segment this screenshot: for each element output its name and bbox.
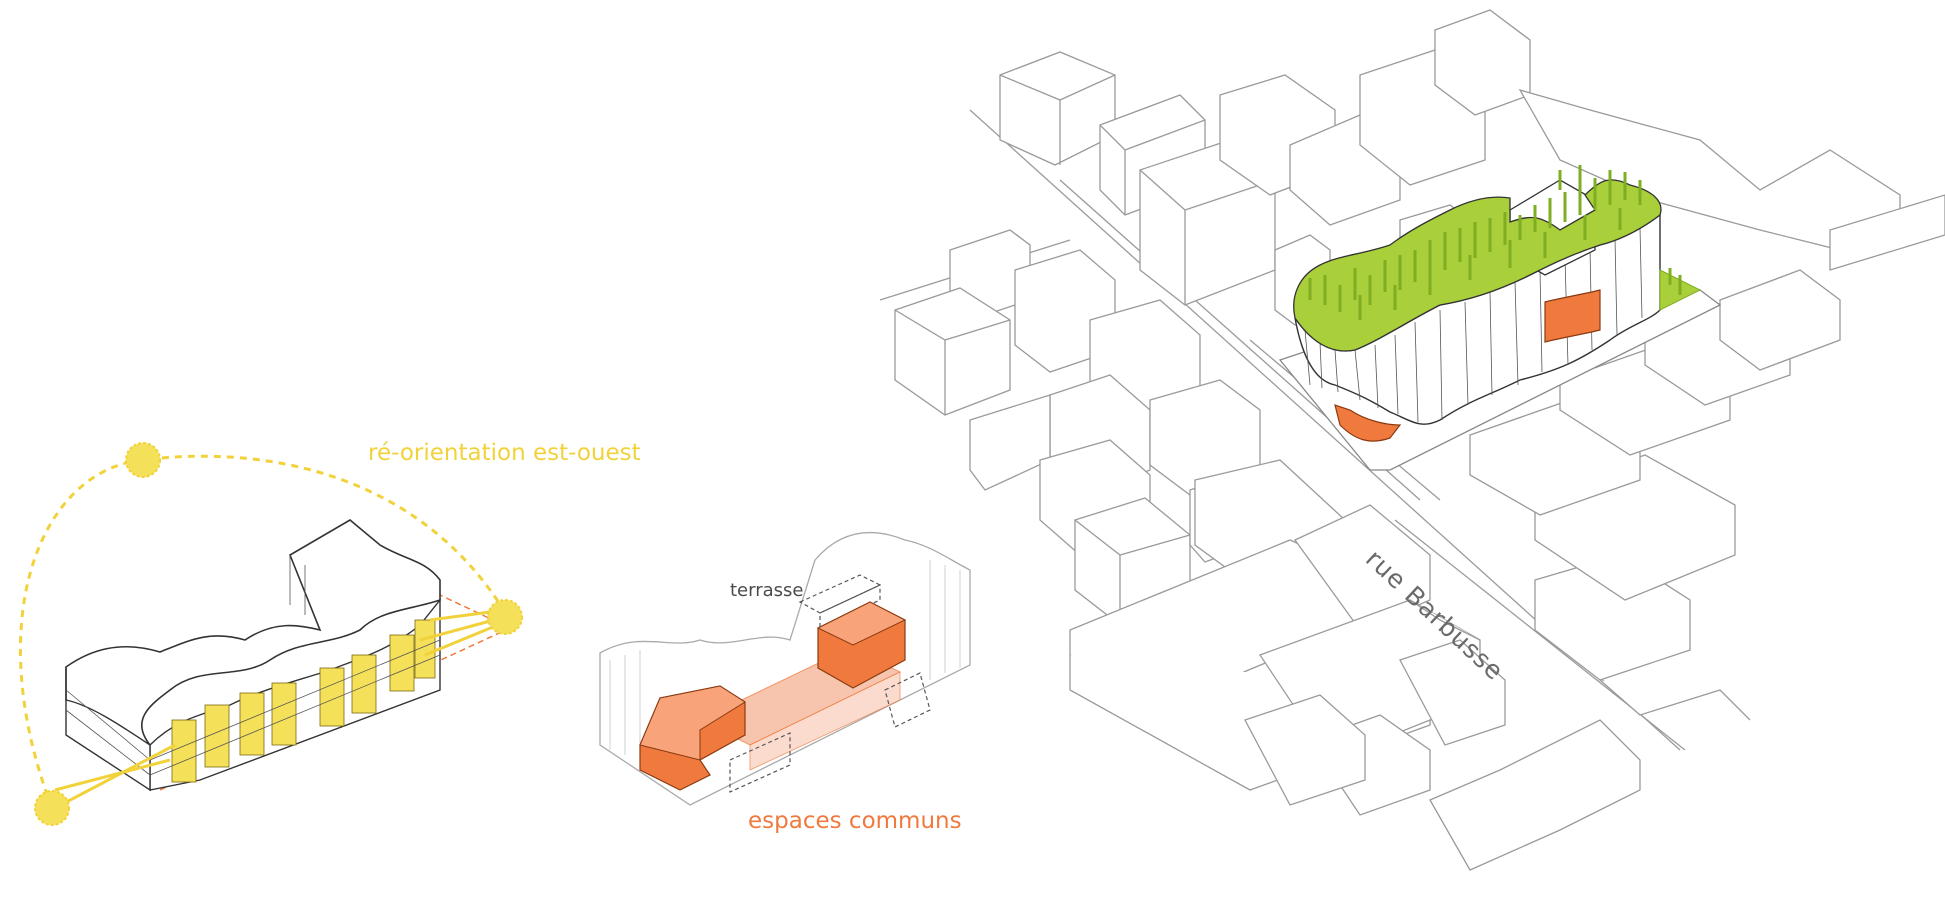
ghost-building-outline [599,532,971,806]
project-common-space [1334,404,1402,442]
urban-context-map [879,9,1945,871]
project-facade-bays [1304,227,1643,423]
terrace-label: terrasse [730,580,804,601]
project-common-space [1544,289,1601,343]
terrace-outlines [729,574,931,793]
facade-window-bays [171,619,436,783]
facade-floor-lines [65,555,441,776]
sun-icon [125,442,161,478]
project-building [1293,165,1702,442]
context-buildings [894,9,1945,871]
green-roof [1293,179,1662,352]
roof-vegetation [1308,165,1682,320]
sun-icon [34,790,70,826]
common-spaces-label: espaces communs [748,808,962,834]
sun-icon [487,599,523,635]
common-space-volume-top [816,601,907,646]
sun-orientation-diagram [18,442,523,826]
common-spaces-diagram [599,532,971,806]
building-roof [65,519,441,746]
sun-orientation-label: ré-orientation est-ouest [368,440,641,466]
ghost-building-bays [609,560,961,765]
common-space-volume-top [639,685,746,761]
common-corridor-side [749,671,901,771]
